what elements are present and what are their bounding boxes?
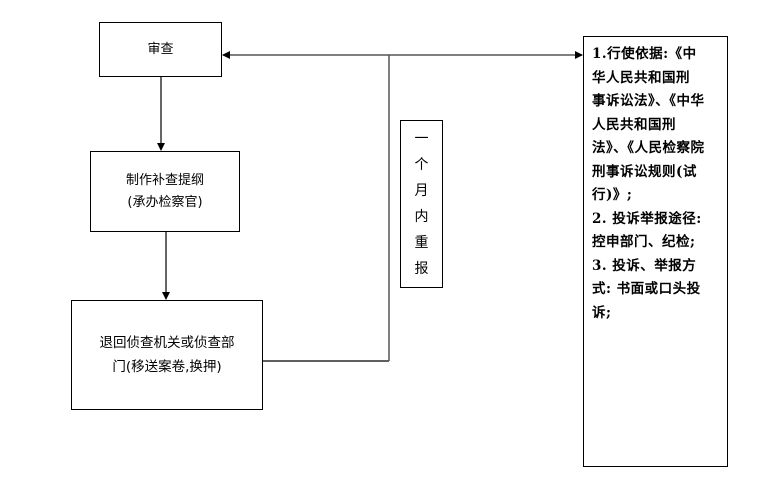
info-line: 刑事诉讼规则(试	[592, 163, 697, 180]
info-line: 人民共和国刑	[592, 116, 676, 133]
resubmit-char: 内	[414, 209, 429, 225]
resubmit-char: 重	[414, 235, 429, 251]
return-line1: 退回侦查机关或侦查部	[99, 335, 235, 351]
info-line: 法》、《人民检察院	[592, 140, 705, 156]
resubmit-note: 一 个 月 内 重 报	[400, 120, 443, 288]
info-line: 1.行使依据:《中	[592, 46, 697, 62]
info-line: 3. 投诉、举报方	[592, 257, 697, 274]
info-line: 控申部门、纪检;	[592, 234, 696, 250]
info-line: 2. 投诉举报途径:	[592, 210, 702, 227]
info-line: 事诉讼法》、《中华	[592, 93, 705, 109]
info-line: 行)》;	[592, 187, 633, 203]
review-label: 审查	[147, 41, 174, 57]
outline-box: 制作补查提纲 (承办检察官)	[90, 151, 240, 232]
return-line2: 门(移送案卷,换押)	[112, 359, 222, 375]
info-line: 诉;	[592, 304, 612, 321]
resubmit-char: 报	[414, 261, 429, 277]
return-box: 退回侦查机关或侦查部 门(移送案卷,换押)	[71, 300, 263, 410]
resubmit-char: 月	[414, 183, 429, 199]
resubmit-char: 一	[414, 131, 429, 147]
info-line: 式: 书面或口头投	[592, 281, 701, 297]
info-line: 华人民共和国刑	[592, 69, 690, 86]
review-box: 审查	[99, 22, 222, 77]
outline-line1: 制作补查提纲	[125, 172, 204, 188]
outline-line2: (承办检察官)	[127, 194, 203, 210]
resubmit-char: 个	[414, 157, 429, 173]
info-box: 1.行使依据:《中 华人民共和国刑 事诉讼法》、《中华 人民共和国刑 法》、《人…	[583, 36, 728, 467]
